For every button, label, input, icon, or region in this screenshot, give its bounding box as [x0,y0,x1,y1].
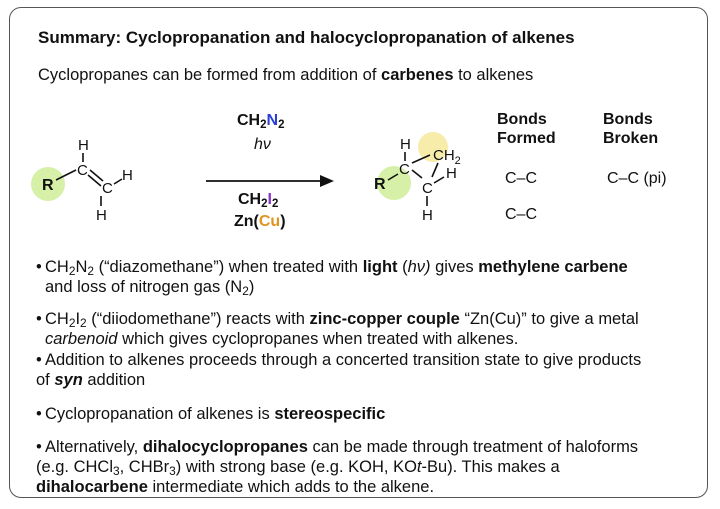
product-c2-h-right-bond [433,176,445,184]
product-c1: C [399,161,410,178]
intro-text-pre: Cyclopropanes can be formed from additio… [38,66,382,84]
summary-frame [9,7,708,498]
bond-broken-1: C–C (pi) [607,170,667,187]
bullet-stereospecific: •Cyclopropanation of alkenes is stereosp… [36,405,386,423]
reactant-r: R [42,177,54,194]
intro-text-post: to alkenes [453,66,534,84]
reactant-c2-h-right-bond [113,178,123,185]
reactant-h-bottom: H [96,207,107,224]
reactant-double-bond-b [87,174,102,187]
reactant-h-top: H [78,137,89,154]
product-h-top: H [400,136,411,153]
bullet-diazomethane: •CH2N2 (“diazomethane”) when treated wit… [36,258,628,298]
product-r-c-bond [387,173,399,181]
product-c2: C [422,180,433,197]
r-group-highlight [31,167,65,201]
summary-title: Summary: Cyclopropanation and halocyclop… [38,28,575,47]
product-h-right: H [446,165,457,182]
reagent-diiodomethane: CH2I2 [238,191,279,210]
bond-formed-2: C–C [505,206,538,223]
bond-formed-1: C–C [505,170,538,187]
product-c1-c2-bond [411,169,423,179]
product-ch2-c2-bond [431,162,439,178]
product-c1-ch2-bond [411,154,431,164]
reactant-c2: C [102,180,113,197]
intro-carbenes: carbenes [381,66,454,84]
reactant-double-bond-a [89,169,104,182]
bullet-dihalocyclopropanes: •Alternatively, dihalocyclopropanes can … [36,438,639,496]
product-ch2: CH2 [433,147,461,167]
reagent-light-hv: hν [254,136,271,153]
reaction-arrow-head [320,175,334,187]
product-ch2-highlight [418,132,448,162]
reactant-r-c-bond [55,169,77,181]
product-r: R [374,176,386,193]
reagent-diazomethane: CH2N2 [237,112,285,131]
product-r-highlight [377,166,411,200]
product-h-bottom: H [422,207,433,224]
bullet-diiodomethane: •CH2I2 (“diiodomethane”) reacts with zin… [36,310,639,348]
intro-sentence: Cyclopropanes can be formed from additio… [38,66,533,85]
reagent-zinc-copper: Zn(Cu) [234,213,286,230]
reactant-h-right: H [122,167,133,184]
bullet-syn-addition: •Addition to alkenes proceeds through a … [36,351,642,389]
reactant-c1: C [77,162,88,179]
